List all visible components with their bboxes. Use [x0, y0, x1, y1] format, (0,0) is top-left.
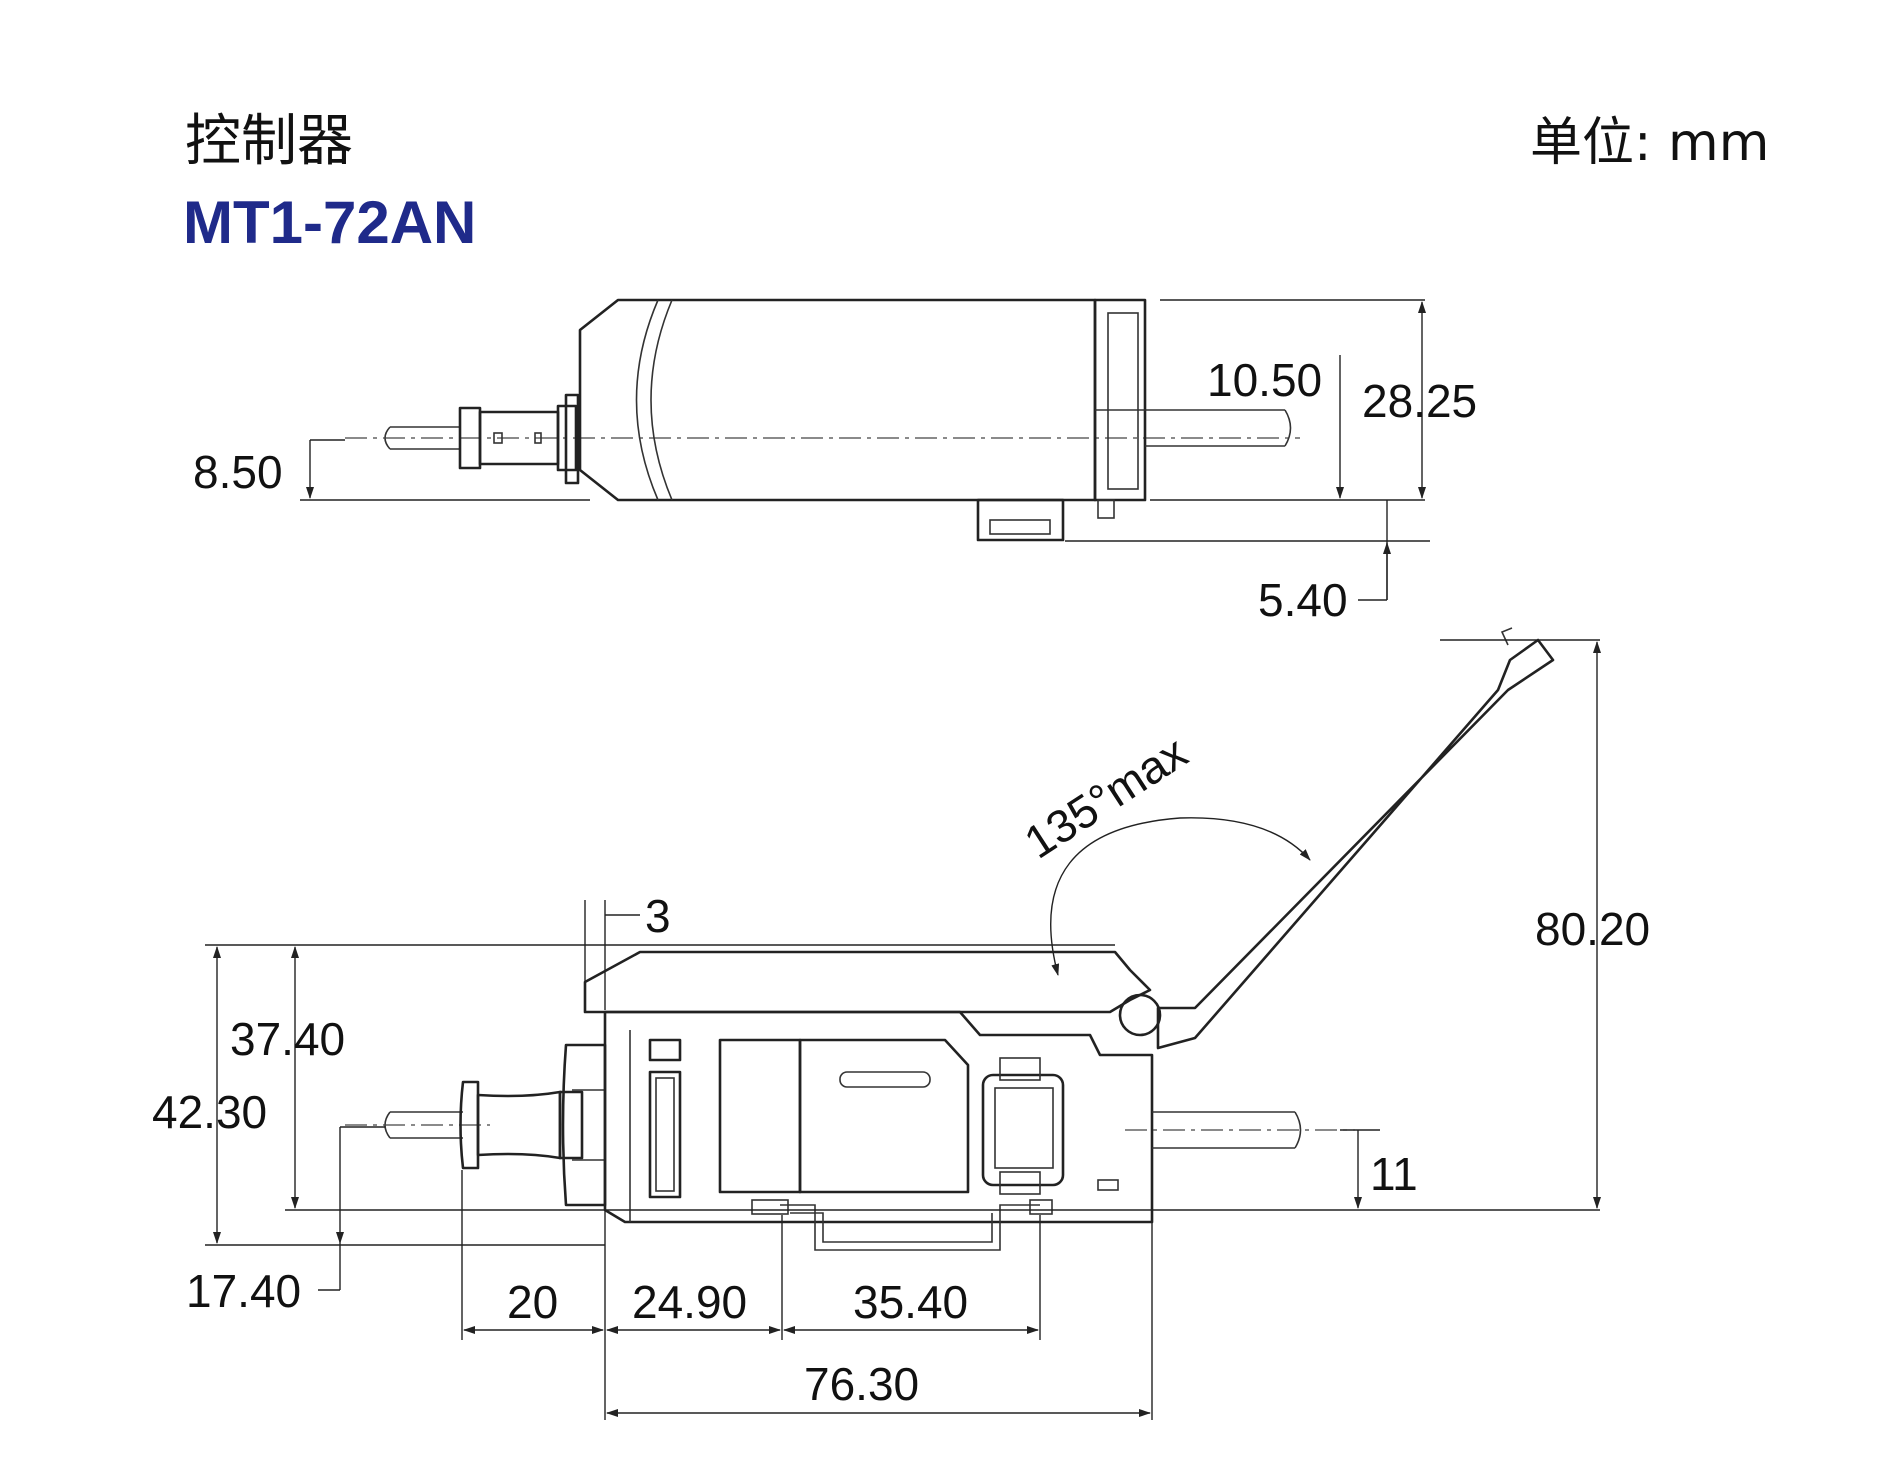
side-body	[603, 1010, 1154, 1224]
dim-8-50: 8.50	[193, 446, 283, 498]
side-cover-open	[1156, 627, 1555, 1050]
top-view: 8.50 10.50 28.25 5.40	[193, 298, 1477, 626]
page-title: 控制器	[185, 109, 353, 174]
dim-76-30: 76.30	[804, 1358, 919, 1410]
dim-24-90: 24.90	[632, 1276, 747, 1328]
dim-10-50: 10.50	[1207, 354, 1322, 406]
dim-5-40: 5.40	[1258, 574, 1348, 626]
dim-37-40: 37.40	[230, 1013, 345, 1065]
dim-28-25: 28.25	[1362, 375, 1477, 427]
side-cover-closed	[583, 950, 1162, 1037]
side-view: 135°max 3 42.30 37.40 17.40 11 80.20	[152, 627, 1650, 1420]
dim-42-30: 42.30	[152, 1086, 267, 1138]
top-body	[578, 298, 1147, 542]
angle-135-max: 135°max	[1015, 726, 1196, 869]
dim-35-40: 35.40	[853, 1276, 968, 1328]
unit-label: 单位: mm	[1530, 113, 1769, 173]
dim-80-20: 80.20	[1535, 903, 1650, 955]
dim-17-40: 17.40	[186, 1265, 301, 1317]
side-connector	[459, 1043, 607, 1207]
dim-3: 3	[645, 890, 671, 942]
top-connector	[458, 393, 580, 485]
dim-20: 20	[507, 1276, 558, 1328]
dim-11: 11	[1370, 1148, 1418, 1200]
model-number: MT1-72AN	[183, 189, 476, 256]
